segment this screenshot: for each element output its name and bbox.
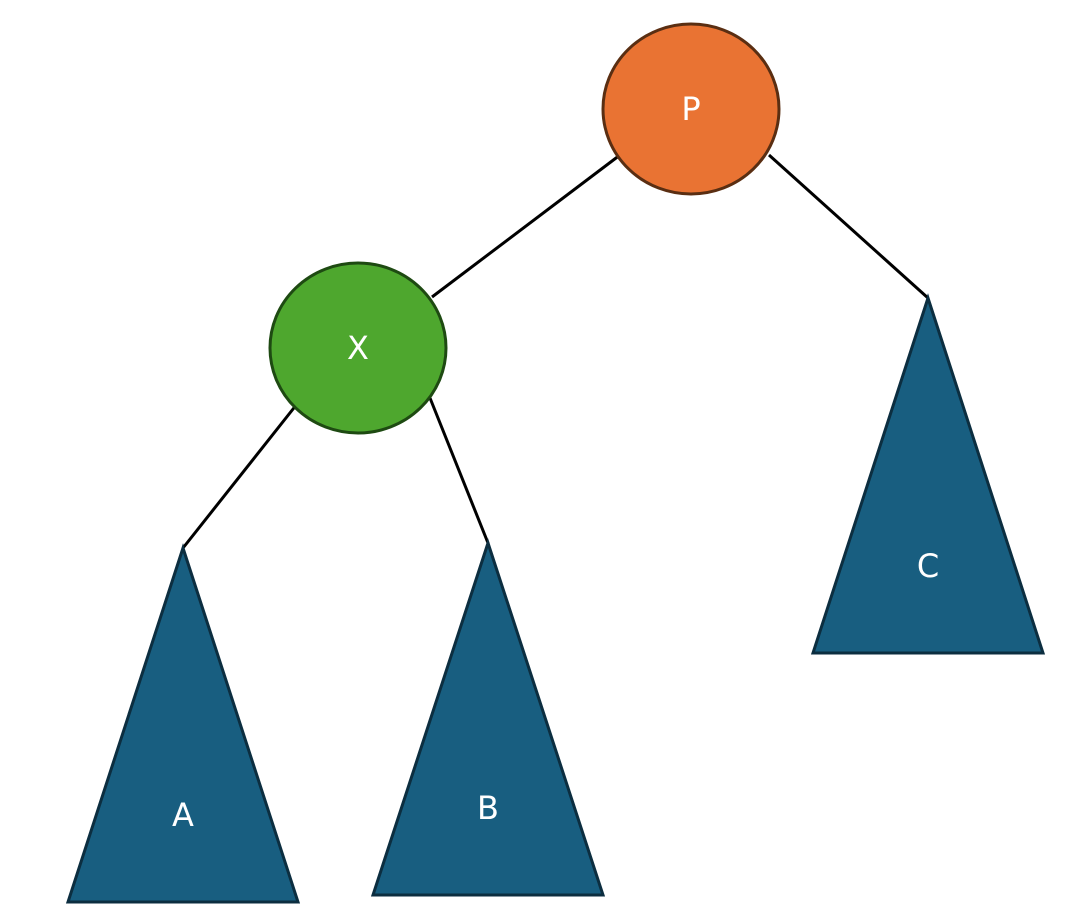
edge-x-a: [181, 403, 299, 549]
node-p-label: P: [681, 90, 700, 128]
subtree-a-label: A: [172, 796, 194, 834]
node-x-label: X: [347, 329, 369, 367]
node-x: X: [268, 261, 448, 435]
edge-x-b: [428, 397, 490, 544]
subtree-a: A: [65, 543, 301, 904]
subtree-b: B: [370, 538, 606, 897]
node-p: P: [601, 22, 781, 196]
subtree-c: C: [810, 293, 1046, 655]
subtree-c-triangle: [810, 293, 1046, 655]
subtree-b-triangle: [370, 538, 606, 897]
subtree-a-triangle: [65, 543, 301, 904]
edge-p-c: [767, 153, 930, 300]
subtree-b-label: B: [477, 789, 499, 827]
subtree-c-label: C: [917, 547, 939, 585]
node-p-circle: [601, 22, 781, 196]
edge-p-x: [431, 153, 621, 299]
node-x-circle: [268, 261, 448, 435]
